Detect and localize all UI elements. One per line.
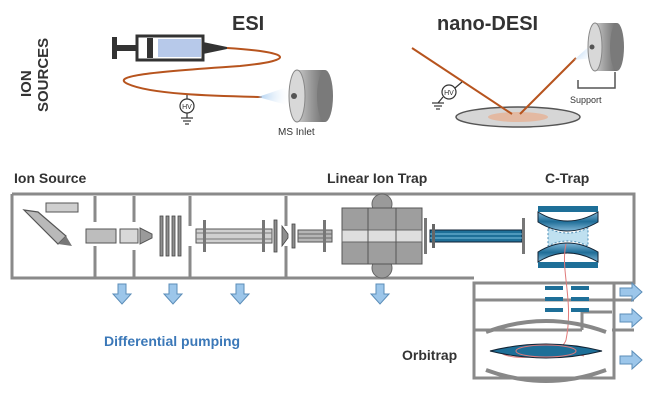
ms-inlet-label: MS Inlet	[278, 127, 315, 138]
pump-arrow-down	[229, 283, 251, 305]
ion-funnel-lenses	[159, 215, 182, 257]
pump-arrows	[111, 281, 643, 371]
linear-ion-trap	[341, 193, 427, 279]
label-c-trap: C-Trap	[545, 170, 589, 186]
square-quadrupole	[195, 220, 273, 252]
transfer-multipole	[429, 218, 525, 254]
esi-source: ESI HV MS Inl	[112, 13, 333, 138]
primary-capillary	[411, 47, 513, 115]
side-title: ION SOURCES	[18, 38, 52, 112]
transfer-tube	[85, 227, 153, 245]
c-trap	[537, 206, 599, 268]
esi-spray-plume	[258, 86, 293, 106]
esi-title: ESI	[232, 13, 264, 35]
esi-capillary	[122, 47, 281, 98]
nanodesi-hv-icon: HV	[432, 81, 463, 110]
injection-lenses	[545, 286, 589, 312]
octopole	[297, 220, 333, 252]
nanodesi-title: nano-DESI	[437, 13, 538, 35]
pump-arrow-right	[619, 307, 643, 329]
syringe-icon	[112, 34, 227, 62]
orbitrap-analyzer	[485, 319, 607, 383]
label-orbitrap: Orbitrap	[402, 347, 457, 363]
label-ion-source: Ion Source	[14, 170, 87, 186]
support-label: Support	[570, 95, 602, 105]
lens-group	[273, 219, 296, 253]
nanodesi-ms-inlet	[587, 22, 624, 72]
pump-arrow-right	[619, 281, 643, 303]
pump-arrow-down	[111, 283, 133, 305]
label-differential-pumping: Differential pumping	[104, 333, 240, 349]
ms-inlet-cylinder	[288, 69, 333, 123]
side-title-line-2: SOURCES	[35, 38, 52, 112]
nanodesi-source: nano-DESI Support HV	[411, 13, 624, 128]
side-title-line-1: ION	[18, 70, 35, 97]
esi-hv-label: HV	[182, 104, 192, 111]
hv-supply-icon: HV	[179, 95, 195, 125]
sample-spot	[488, 112, 548, 122]
label-linear-ion-trap: Linear Ion Trap	[327, 170, 427, 186]
pump-arrow-down	[369, 283, 391, 305]
secondary-capillary	[519, 57, 577, 115]
pump-arrow-right	[619, 349, 643, 371]
nanodesi-hv-label: HV	[444, 90, 454, 97]
support-bracket	[577, 72, 616, 89]
ion-source-emitter	[22, 202, 79, 246]
pump-arrow-down	[162, 283, 184, 305]
